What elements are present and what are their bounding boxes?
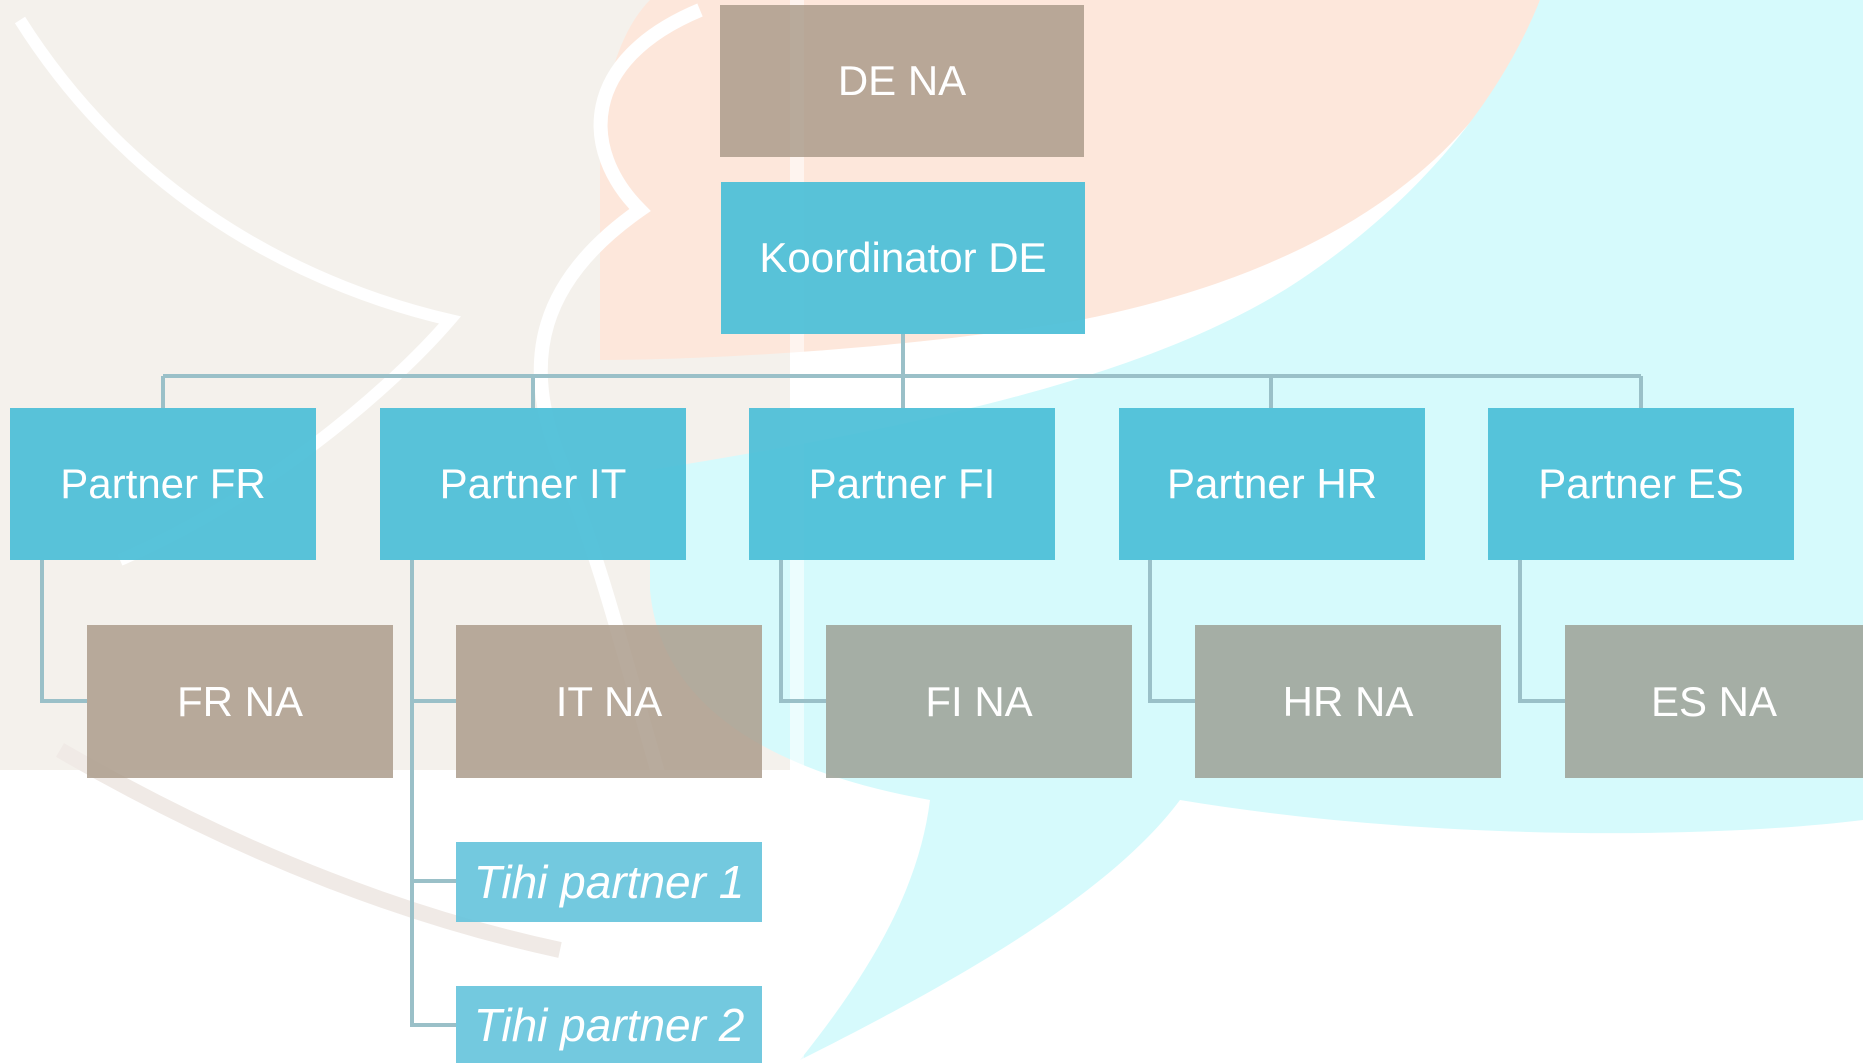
node-coordinator-de: Koordinator DE <box>721 182 1085 334</box>
node-partner-fi: Partner FI <box>749 408 1055 560</box>
node-partner-fr: Partner FR <box>10 408 316 560</box>
node-de-na: DE NA <box>720 5 1084 157</box>
elbow-line-hr-na <box>1148 560 1195 703</box>
elbow-line-fr-na <box>40 560 87 703</box>
node-partner-es: Partner ES <box>1488 408 1794 560</box>
node-fr-na: FR NA <box>87 625 393 778</box>
node-partner-it: Partner IT <box>380 408 686 560</box>
node-silent-partner-2: Tihi partner 2 <box>456 986 762 1063</box>
node-hr-na: HR NA <box>1195 625 1501 778</box>
node-es-na: ES NA <box>1565 625 1863 778</box>
elbow-line-es-na <box>1518 560 1565 703</box>
node-silent-partner-1: Tihi partner 1 <box>456 842 762 922</box>
elbow-line-it-children <box>410 560 456 1027</box>
node-partner-hr: Partner HR <box>1119 408 1425 560</box>
node-fi-na: FI NA <box>826 625 1132 778</box>
node-it-na: IT NA <box>456 625 762 778</box>
elbow-line-fi-na <box>779 560 826 703</box>
bubble-outline-bottom <box>55 743 562 958</box>
bubble-outline-center <box>533 3 703 782</box>
